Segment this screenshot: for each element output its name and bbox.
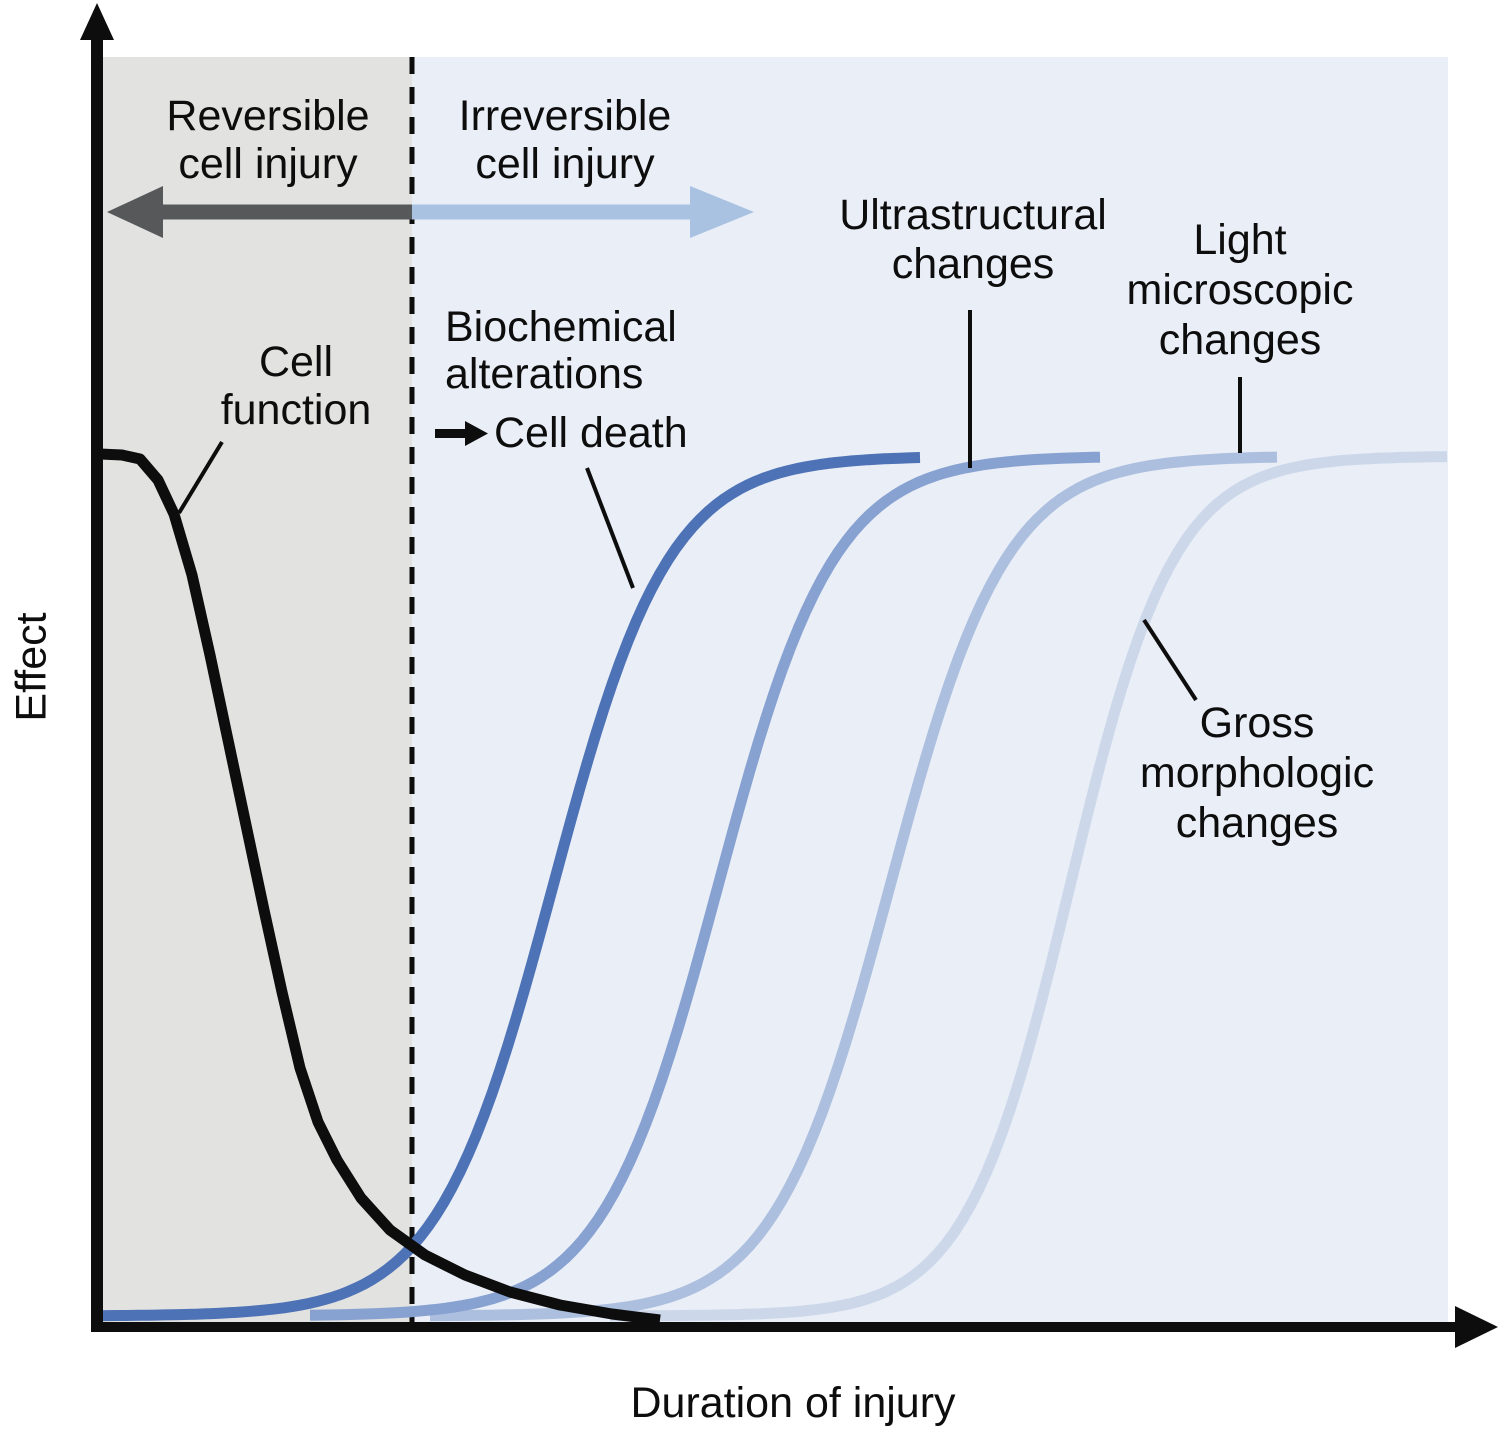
irreversible-zone-bg [412, 57, 1448, 1322]
gross-morphologic-leader-line [1142, 618, 1198, 702]
curve-cell-function [99, 448, 661, 1326]
reversible-zone-label: Reversible cell injury [166, 92, 370, 188]
x-axis-line [91, 1322, 1457, 1332]
reversible-arrow [107, 186, 413, 238]
y-axis-line [91, 34, 103, 1332]
ultrastructural-changes-label: Ultrastructural changes [839, 191, 1107, 288]
y-axis-label: Effect [7, 612, 56, 722]
cell-death-label: Cell death [494, 409, 688, 457]
y-axis [80, 3, 114, 1332]
cell-death-leader-line [585, 467, 635, 589]
irreversible-arrow [412, 186, 754, 238]
reversible-arrowhead-icon [107, 186, 163, 238]
cell-function-label: Cell function [220, 338, 372, 434]
y-axis-arrowhead-icon [80, 3, 114, 40]
gross-morphologic-changes-label: Gross morphologic changes [1139, 699, 1375, 847]
cell-function-leader-line [177, 440, 224, 515]
curve-biochemical-alterations [99, 452, 922, 1322]
biochemical-alterations-label: Biochemical alterations [445, 303, 677, 398]
reversible-zone-bg [103, 57, 412, 1322]
irreversible-zone-label: Irreversible cell injury [458, 92, 672, 188]
irreversible-arrow-shaft [412, 204, 692, 220]
irreversible-arrowhead-icon [690, 186, 754, 238]
light-microscopic-changes-label: Light microscopic changes [1126, 216, 1354, 364]
reversible-arrow-shaft [160, 204, 413, 220]
x-axis [91, 1306, 1498, 1348]
x-axis-arrowhead-icon [1455, 1306, 1498, 1348]
curve-gross-morphologic-changes [610, 451, 1448, 1322]
cell-death-arrow-icon [435, 421, 488, 446]
x-axis-label: Duration of injury [630, 1379, 956, 1427]
